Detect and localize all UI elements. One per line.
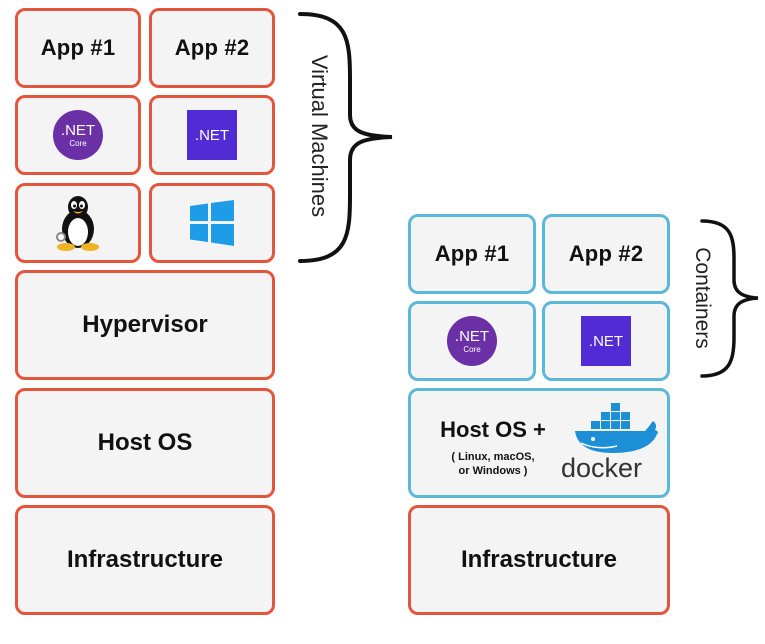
vm-app2-box: App #2 — [149, 8, 275, 88]
dotnet-icon: .NET — [187, 110, 237, 160]
vm-host-os-box: Host OS — [15, 388, 275, 498]
hypervisor-box: Hypervisor — [15, 270, 275, 380]
ct-host-os-text-group: Host OS + ( Linux, macOS, or Windows ) — [423, 417, 563, 477]
containers-brace-label: Containers — [691, 247, 714, 349]
ct-host-os-note-1: ( Linux, macOS, — [451, 451, 535, 463]
docker-whale-icon — [575, 403, 659, 453]
vm-linux-box — [15, 183, 141, 263]
ct-host-os-note-2: or Windows ) — [458, 465, 528, 477]
vm-curly-brace — [298, 12, 393, 263]
vm-dotnet-box: .NET — [149, 95, 275, 175]
hypervisor-label: Hypervisor — [82, 311, 208, 338]
dotnet-core-icon: .NET Core — [53, 110, 103, 160]
vm-infrastructure-label: Infrastructure — [66, 546, 224, 573]
vm-app1-label: App #1 — [40, 35, 116, 60]
ct-infrastructure-box: Infrastructure — [408, 505, 670, 615]
vm-app1-box: App #1 — [15, 8, 141, 88]
vm-app2-label: App #2 — [174, 35, 250, 60]
vm-brace-label: Virtual Machines — [307, 54, 332, 218]
ct-dotnet-box: .NET — [542, 301, 670, 381]
docker-wordmark: docker — [561, 453, 643, 483]
vm-dotnet-core-box: .NET Core — [15, 95, 141, 175]
ct-app2-label: App #2 — [568, 241, 644, 266]
ct-host-os-label: Host OS + — [440, 417, 546, 442]
vm-windows-box — [149, 183, 275, 263]
containers-curly-brace — [700, 219, 759, 378]
vm-infrastructure-box: Infrastructure — [15, 505, 275, 615]
ct-host-os-docker-box: Host OS + ( Linux, macOS, or Windows ) d… — [408, 388, 670, 498]
ct-dotnet-core-box: .NET Core — [408, 301, 536, 381]
dotnet-core-icon: .NET Core — [447, 316, 497, 366]
vm-host-os-label: Host OS — [97, 429, 193, 456]
dotnet-icon: .NET — [581, 316, 631, 366]
windows-icon — [190, 200, 234, 246]
ct-app1-box: App #1 — [408, 214, 536, 294]
ct-infrastructure-label: Infrastructure — [460, 546, 618, 573]
ct-app2-box: App #2 — [542, 214, 670, 294]
ct-app1-label: App #1 — [434, 241, 510, 266]
linux-tux-icon — [56, 196, 99, 251]
